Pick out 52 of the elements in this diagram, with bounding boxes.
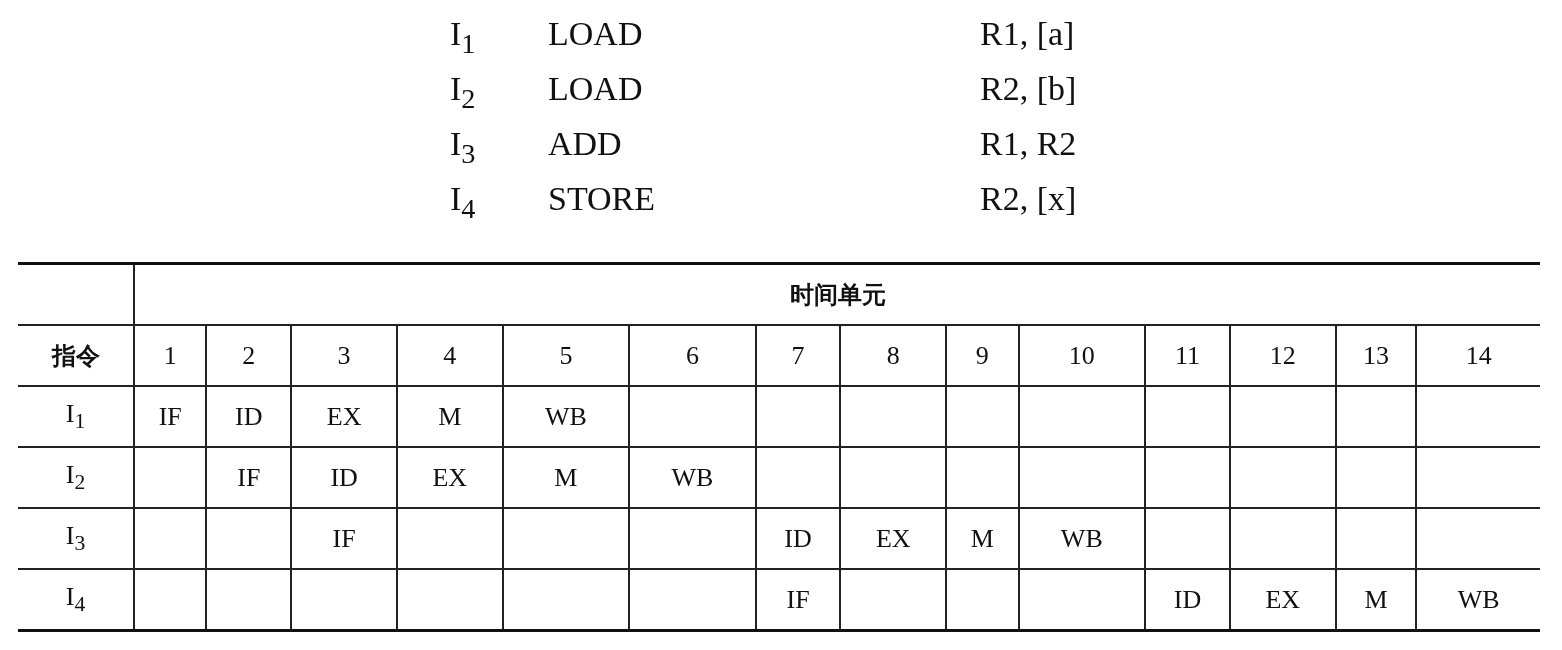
time-unit-number: 12 bbox=[1229, 325, 1336, 386]
column-header: 指令 bbox=[18, 325, 134, 386]
time-unit-number: 1 bbox=[134, 325, 207, 386]
stage-cell: ID bbox=[1145, 569, 1230, 631]
time-unit-number: 14 bbox=[1416, 325, 1540, 386]
opcode-text: ADD bbox=[548, 124, 622, 164]
stage-cell: M bbox=[502, 447, 630, 508]
time-unit-number: 9 bbox=[946, 325, 1019, 386]
opcode-text: LOAD bbox=[548, 14, 643, 54]
time-unit-number: 6 bbox=[629, 325, 756, 386]
row-header: I$_{2}$ bbox=[18, 447, 134, 508]
stage-cell: WB bbox=[1018, 508, 1146, 569]
stage-cell: WB bbox=[1416, 569, 1540, 631]
time-unit-number: 11 bbox=[1145, 325, 1230, 386]
stage-cell: IF bbox=[206, 447, 292, 508]
stage-cell: M bbox=[1335, 569, 1417, 631]
stage-cell: WB bbox=[502, 386, 630, 447]
row-header: I$_{3}$ bbox=[18, 508, 134, 569]
stage-cell: ID bbox=[755, 508, 841, 569]
stage-cell: EX bbox=[840, 508, 947, 569]
stage-cell: EX bbox=[291, 386, 397, 447]
time-unit-number: 2 bbox=[206, 325, 292, 386]
stage-cell: EX bbox=[1229, 569, 1336, 631]
opcode-text: STORE bbox=[548, 179, 656, 219]
stage-cell: M bbox=[396, 386, 503, 447]
operand-text: R2, [b] bbox=[980, 69, 1077, 109]
time-unit-number: 3 bbox=[291, 325, 397, 386]
time-unit-number: 8 bbox=[840, 325, 947, 386]
table-header: 时间单元 bbox=[134, 263, 1540, 325]
row-header: I$_{4}$ bbox=[18, 569, 134, 631]
stage-cell: EX bbox=[396, 447, 503, 508]
stage-cell: ID bbox=[206, 386, 292, 447]
time-unit-number: 7 bbox=[755, 325, 841, 386]
time-unit-number: 5 bbox=[502, 325, 630, 386]
time-unit-number: 4 bbox=[396, 325, 503, 386]
time-unit-number: 10 bbox=[1018, 325, 1146, 386]
operand-text: R1, R2 bbox=[980, 124, 1077, 164]
stage-cell: IF bbox=[134, 386, 207, 447]
instruction-label: I$_{4}$ bbox=[450, 179, 476, 226]
stage-cell: M bbox=[946, 508, 1019, 569]
instruction-label: I$_{3}$ bbox=[450, 124, 476, 171]
operand-text: R1, [a] bbox=[980, 14, 1075, 54]
time-unit-number: 13 bbox=[1335, 325, 1417, 386]
row-header: I$_{1}$ bbox=[18, 386, 134, 447]
stage-cell: IF bbox=[291, 508, 397, 569]
stage-cell: ID bbox=[291, 447, 397, 508]
operand-text: R2, [x] bbox=[980, 179, 1077, 219]
opcode-text: LOAD bbox=[548, 69, 643, 109]
instruction-label: I$_{2}$ bbox=[450, 69, 476, 116]
instruction-label: I$_{1}$ bbox=[450, 14, 476, 61]
stage-cell: WB bbox=[629, 447, 756, 508]
stage-cell: IF bbox=[755, 569, 841, 631]
